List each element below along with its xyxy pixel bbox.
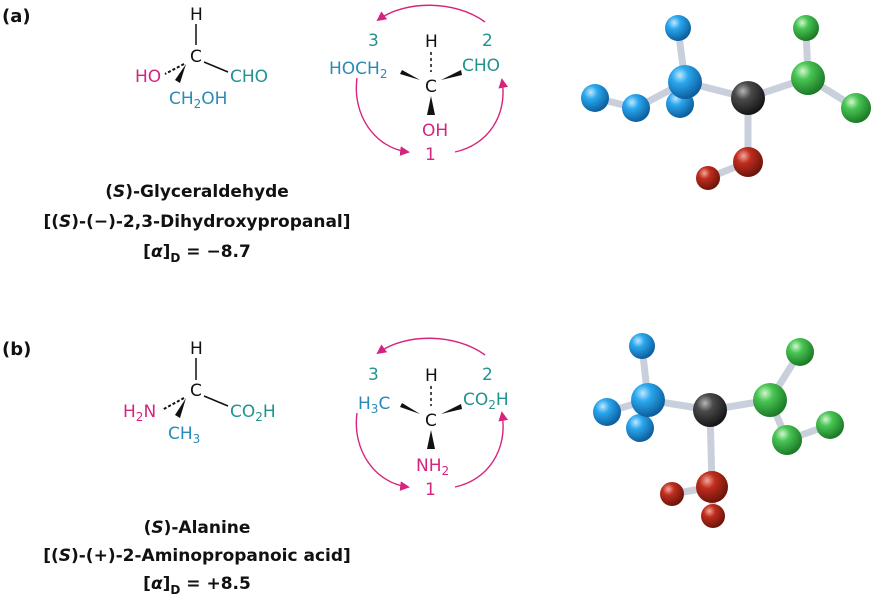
caption-name: (S)-Alanine <box>144 518 251 538</box>
atom-dark <box>693 393 727 427</box>
atom-green <box>772 425 802 455</box>
bond-wedge-hoch2 <box>400 70 420 80</box>
group-ho: HO <box>135 67 161 87</box>
atom-blue <box>631 383 665 417</box>
atom-green <box>816 411 844 439</box>
atom-green <box>793 15 819 41</box>
atom-blue <box>581 84 609 112</box>
panel-label-b: (b) <box>2 339 31 360</box>
group-co2h: CO2H <box>463 390 509 412</box>
bond-wedge-nh2 <box>427 430 435 449</box>
group-co2h: CO2H <box>230 402 276 424</box>
atom-c-center: C <box>425 77 437 97</box>
atom-red <box>660 482 684 506</box>
priority-rank-3: 3 <box>368 31 379 51</box>
group-h2n: H2N <box>123 402 156 424</box>
group-ch2oh: CH2OH <box>169 89 227 111</box>
group-cho: CHO <box>462 56 500 76</box>
atom-c-center: C <box>425 411 437 431</box>
group-h3c: H3C <box>358 394 390 416</box>
atom-dark <box>731 81 765 115</box>
priority-rank-3: 3 <box>368 365 379 385</box>
arrow-2-to-3 <box>376 337 486 356</box>
atom-green <box>786 338 814 366</box>
group-ch3: CH3 <box>168 424 200 446</box>
atom-green <box>841 93 871 123</box>
group-cho: CHO <box>230 67 268 87</box>
alanine-flat-structure: H C H2N CO2H CH3 <box>123 339 276 446</box>
atom-red <box>701 504 725 528</box>
alanine-priority-structure: 3 2 1 H C H3C CO2H NH2 <box>355 337 509 500</box>
atom-red <box>733 147 763 177</box>
arrow-1-to-2 <box>454 78 509 153</box>
caption-iupac-name: [(S)-(−)-2,3-Dihydroxypropanal] <box>43 212 350 232</box>
alanine-ball-and-stick-model <box>593 333 844 528</box>
atom-c-center: C <box>190 381 202 401</box>
priority-rank-1: 1 <box>425 480 436 500</box>
group-nh2: NH2 <box>416 456 449 478</box>
caption-glyceraldehyde: (S)-Glyceraldehyde [(S)-(−)-2,3-Dihydrox… <box>43 182 350 265</box>
atom-h-top: H <box>190 5 203 25</box>
atom-green <box>753 383 787 417</box>
arrow-3-to-1 <box>355 412 410 491</box>
priority-rank-2: 2 <box>482 365 493 385</box>
bond-wedge-ch2oh <box>175 64 186 83</box>
atom-blue <box>593 398 621 426</box>
bond-wedge-co2h <box>441 404 462 414</box>
caption-alanine: (S)-Alanine [(S)-(+)-2-Aminopropanoic ac… <box>43 518 351 597</box>
caption-specific-rotation: [α]D = +8.5 <box>143 574 251 597</box>
atom-red <box>696 166 720 190</box>
priority-rank-2: 2 <box>482 31 493 51</box>
bond-dashed-h2n <box>161 397 185 411</box>
arrow-3-to-1 <box>355 77 410 156</box>
bond-wedge-cho <box>441 70 462 80</box>
atom-blue <box>622 94 650 122</box>
glyceraldehyde-priority-structure: 3 2 1 H C HOCH2 CHO OH <box>329 4 509 165</box>
atom-h-top: H <box>425 32 438 52</box>
glyceraldehyde-flat-structure: H C HO CHO CH2OH <box>135 5 268 111</box>
panel-label-a: (a) <box>2 6 31 27</box>
atom-c-center: C <box>190 47 202 67</box>
atom-blue <box>665 15 691 41</box>
atom-blue <box>626 414 654 442</box>
group-hoch2: HOCH2 <box>329 59 387 81</box>
atom-h-top: H <box>190 339 203 359</box>
bond-cho <box>203 61 229 73</box>
bond-wedge-h3c <box>400 403 420 414</box>
bond-wedge-ch3 <box>175 398 186 418</box>
group-oh: OH <box>422 121 448 141</box>
caption-iupac-name: [(S)-(+)-2-Aminopropanoic acid] <box>43 546 351 566</box>
arrow-1-to-2 <box>454 411 509 488</box>
glyceraldehyde-ball-and-stick-model <box>581 15 871 190</box>
caption-name: (S)-Glyceraldehyde <box>105 182 289 202</box>
atom-h-top: H <box>425 366 438 386</box>
arrow-2-to-3 <box>376 4 486 23</box>
atom-red <box>696 471 728 503</box>
atom-blue <box>668 65 702 99</box>
caption-specific-rotation: [α]D = −8.7 <box>143 242 251 265</box>
bond-wedge-oh <box>427 96 435 115</box>
atom-green <box>791 61 825 95</box>
priority-rank-1: 1 <box>425 145 436 165</box>
bond-co2h <box>203 395 229 407</box>
atom-blue <box>629 333 655 359</box>
bond-dashed-ho <box>164 63 185 75</box>
